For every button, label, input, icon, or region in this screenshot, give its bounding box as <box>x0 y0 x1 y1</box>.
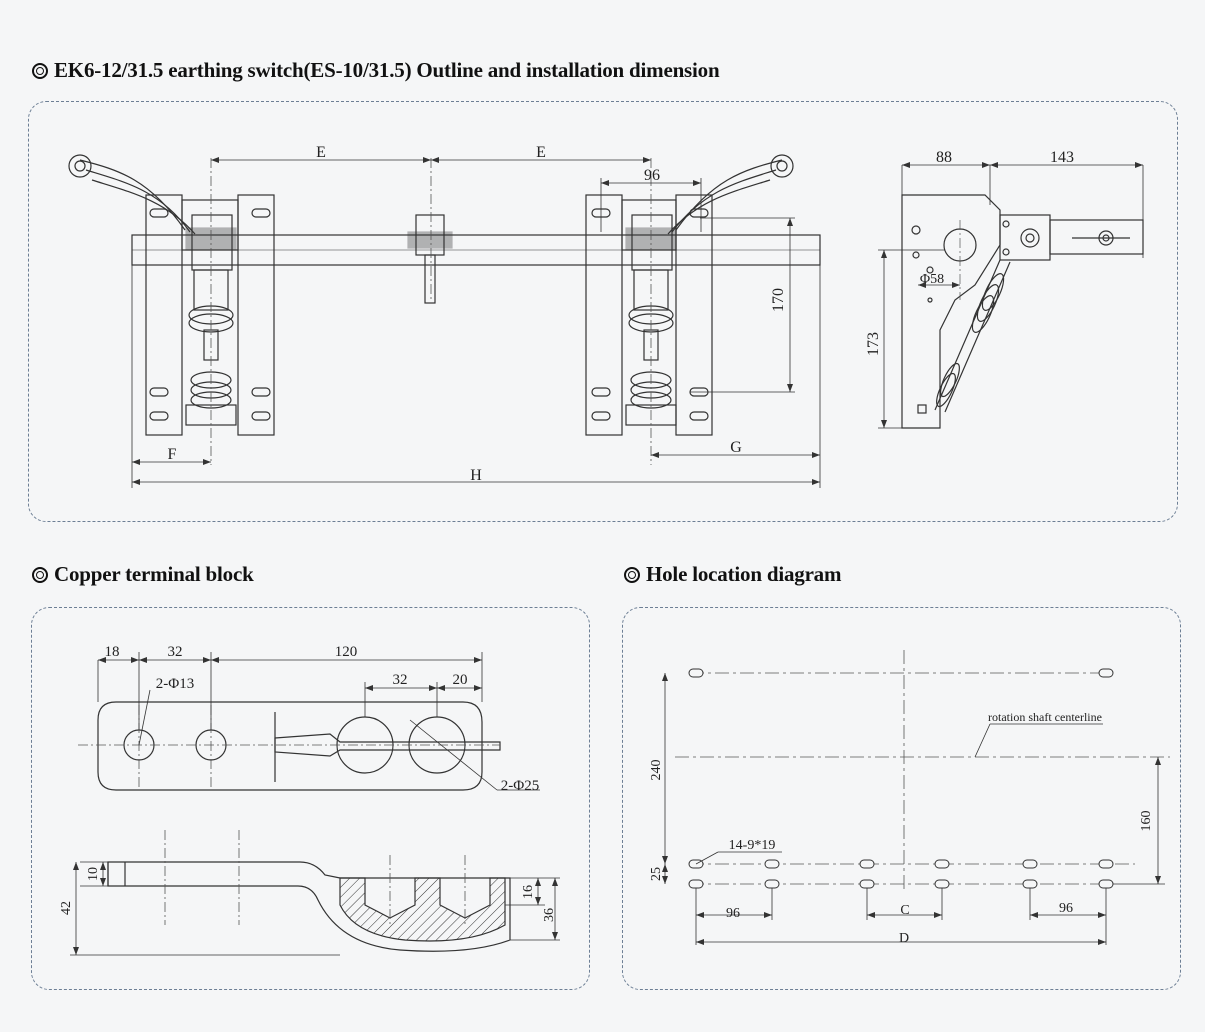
double-circle-icon <box>32 63 48 79</box>
dim-42: 42 <box>59 901 74 915</box>
terminal-top-dimensions <box>97 652 540 791</box>
dim-20: 20 <box>453 672 468 688</box>
dim-36: 36 <box>542 908 557 922</box>
dim-143: 143 <box>1050 149 1074 166</box>
dim-32-a: 32 <box>168 644 183 660</box>
dim-240: 240 <box>649 760 664 781</box>
dim-h: H <box>470 467 482 484</box>
dim-g: G <box>730 439 742 456</box>
outline-panel <box>28 101 1178 522</box>
dim-120: 120 <box>335 644 358 660</box>
double-circle-icon <box>624 567 640 583</box>
dim-18: 18 <box>105 644 120 660</box>
mounting-slots <box>688 668 1114 889</box>
terminal-title-text: Copper terminal block <box>54 562 254 586</box>
double-circle-icon <box>32 567 48 583</box>
dim-96: 96 <box>644 167 660 184</box>
dim-e-left: E <box>316 144 326 161</box>
dim-32-b: 32 <box>393 672 408 688</box>
holes-title-text: Hole location diagram <box>646 562 842 586</box>
dim-58-value: 58 <box>930 272 944 287</box>
earthing-switch-front-view <box>68 154 821 436</box>
centerlines <box>210 158 652 465</box>
terminal-side-view <box>107 861 511 952</box>
dim-58: Φ58 <box>920 272 944 287</box>
dim-96-left: 96 <box>726 906 740 921</box>
dim-2-phi-25: 2-Φ25 <box>501 778 539 794</box>
hole-centerlines <box>675 650 1170 890</box>
dim-25: 25 <box>649 867 664 881</box>
dim-c: C <box>900 903 909 918</box>
outline-title-text: EK6-12/31.5 earthing switch(ES-10/31.5) … <box>54 58 720 82</box>
side-view-dimensions <box>878 162 1144 429</box>
holes-title: Hole location diagram <box>624 562 841 587</box>
slot-spec-label: 14-9*19 <box>729 838 776 853</box>
dim-e-right: E <box>536 144 546 161</box>
dim-10: 10 <box>86 867 101 881</box>
rotation-shaft-label: rotation shaft centerline <box>988 710 1102 724</box>
dim-16: 16 <box>521 885 536 899</box>
dim-96-right: 96 <box>1059 901 1073 916</box>
dim-173: 173 <box>865 332 882 356</box>
earthing-switch-side-view <box>901 194 1144 429</box>
outline-title: EK6-12/31.5 earthing switch(ES-10/31.5) … <box>32 58 720 83</box>
holes-panel <box>622 607 1181 990</box>
terminal-side-dimensions <box>70 861 560 956</box>
dim-170: 170 <box>770 288 787 312</box>
terminal-title: Copper terminal block <box>32 562 254 587</box>
dim-88: 88 <box>936 149 952 166</box>
terminal-panel <box>31 607 590 990</box>
dim-160: 160 <box>1139 811 1154 832</box>
dim-2-phi-13: 2-Φ13 <box>156 676 194 692</box>
outline-dimensions <box>131 157 821 488</box>
hole-dimensions <box>662 673 1165 945</box>
terminal-top-view <box>97 701 501 791</box>
dim-d: D <box>899 931 909 946</box>
dim-f: F <box>168 446 177 463</box>
